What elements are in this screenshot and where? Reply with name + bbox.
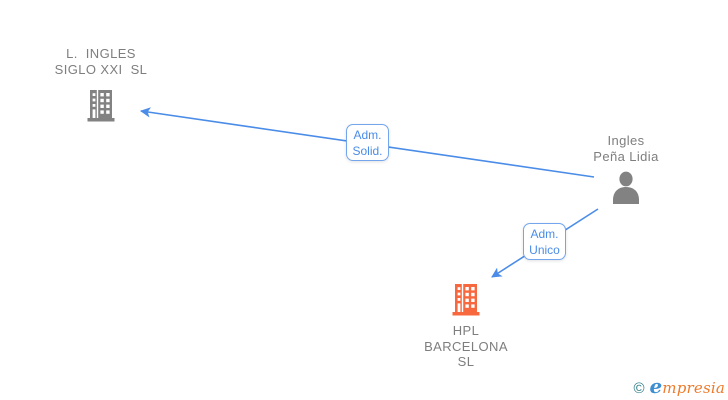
company-top-name-line2: SIGLO XXI SL bbox=[54, 61, 148, 77]
company-top-name-line1: L. INGLES bbox=[66, 46, 136, 61]
person-icon bbox=[613, 171, 639, 204]
person-name-line2: Peña Lidia bbox=[593, 148, 659, 164]
person-name: Ingles Peña Lidia bbox=[593, 133, 658, 164]
edge-label-adm-solid-line1: Adm. bbox=[353, 127, 382, 142]
company-top-name: L. INGLES SIGLO XXI SL bbox=[55, 46, 148, 77]
empresia-watermark[interactable]: © empresia bbox=[633, 374, 725, 398]
company-bottom-name: HPL BARCELONA SL bbox=[424, 323, 508, 370]
node-person-ingles-pena-lidia[interactable]: Ingles Peña Lidia bbox=[556, 133, 696, 204]
company-bottom-name-line2: BARCELONA bbox=[424, 338, 508, 354]
empresia-brand-text: empresia bbox=[650, 374, 725, 398]
edge-label-adm-unico: Adm. Unico bbox=[523, 223, 566, 260]
edge-label-adm-solid-line2: Solid. bbox=[352, 143, 383, 158]
building-icon bbox=[87, 90, 115, 122]
edge-label-adm-unico-line1: Adm. bbox=[530, 226, 559, 241]
person-name-line1: Ingles bbox=[607, 133, 645, 148]
node-company-l-ingles-siglo-xxi[interactable]: L. INGLES SIGLO XXI SL bbox=[21, 46, 181, 122]
brand-rest: mpresia bbox=[662, 379, 725, 397]
edge-label-adm-solid: Adm. Solid. bbox=[346, 124, 389, 161]
copyright-symbol: © bbox=[633, 380, 645, 397]
node-company-hpl-barcelona[interactable]: HPL BARCELONA SL bbox=[396, 282, 536, 370]
company-bottom-name-line3: SL bbox=[457, 354, 475, 369]
building-icon bbox=[452, 284, 480, 316]
edge-label-adm-unico-line2: Unico bbox=[529, 242, 560, 257]
company-bottom-name-line1: HPL bbox=[452, 323, 480, 338]
brand-initial: e bbox=[649, 374, 663, 398]
